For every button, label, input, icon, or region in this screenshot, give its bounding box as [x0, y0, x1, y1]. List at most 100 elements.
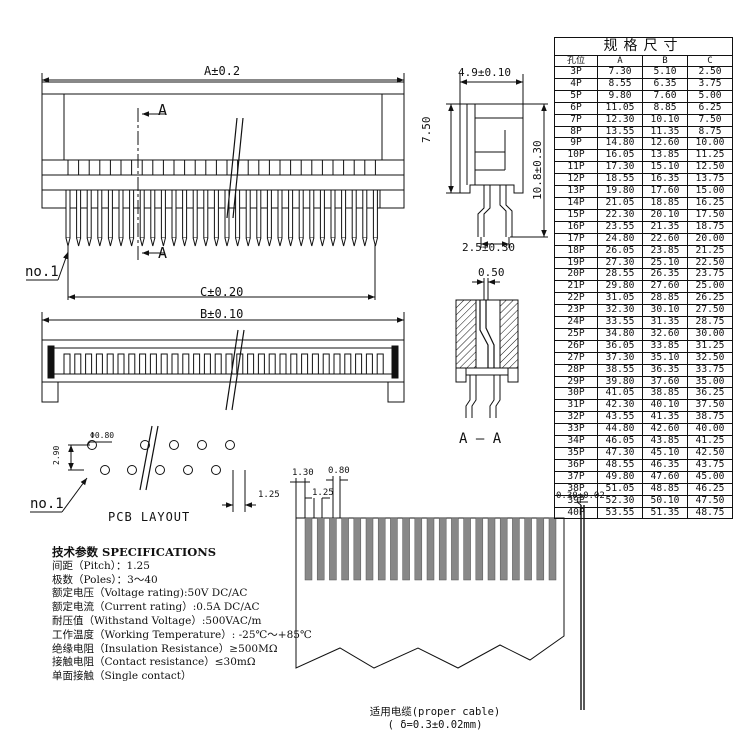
size-table-header-cell: A	[597, 55, 643, 67]
contact-tooth	[333, 353, 341, 375]
pin-lead	[372, 189, 378, 239]
pcb-hole	[140, 440, 150, 450]
cable-conductor	[402, 517, 410, 581]
bottom-teeth	[63, 353, 384, 375]
contact-tooth	[63, 353, 71, 375]
pin-tip	[245, 237, 251, 247]
table-cell-value: 51.35	[642, 506, 688, 520]
table-cell-value: 6.35	[642, 77, 688, 91]
size-table-header-cell: 孔位	[554, 55, 598, 67]
table-cell-value: 46.35	[642, 458, 688, 472]
contact-tooth	[106, 353, 114, 375]
size-table-header-cell: C	[687, 55, 733, 67]
table-cell-value: 14.80	[597, 137, 643, 151]
table-cell-value: 8.75	[687, 125, 733, 139]
pin-tip	[139, 237, 145, 247]
table-cell-position: 21P	[554, 280, 598, 294]
pin-tip	[107, 237, 113, 247]
pin-tip	[319, 237, 325, 247]
table-cell-value: 51.05	[597, 482, 643, 496]
table-cell-value: 53.55	[597, 506, 643, 520]
pin-lead	[298, 189, 304, 239]
dim-a-label: A±0.2	[204, 64, 241, 78]
table-cell-value: 46.25	[687, 482, 733, 496]
table-cell-value: 46.05	[597, 435, 643, 448]
table-cell-value: 23.75	[687, 268, 733, 282]
pin-lead	[319, 189, 325, 239]
table-cell-position: 15P	[554, 208, 598, 222]
size-table-header-cell: B	[642, 55, 688, 67]
spec-line: 耐压值（Withstand Voltage）:500VAC/m	[52, 614, 262, 627]
table-cell-value: 36.35	[642, 363, 688, 377]
table-cell-value: 17.50	[687, 208, 733, 222]
section-thickness-label: 0.50	[478, 266, 505, 279]
pin-tip	[298, 237, 304, 247]
spec-line: 额定电流（Current rating）:0.5A DC/AC	[52, 601, 260, 614]
table-cell-value: 43.85	[642, 435, 688, 448]
table-cell-value: 19.80	[597, 185, 643, 198]
table-cell-value: 42.60	[642, 423, 688, 437]
table-cell-value: 5.10	[642, 66, 688, 79]
cable-dim-pitch-label: 1.25	[312, 488, 334, 498]
table-cell-position: 28P	[554, 363, 598, 377]
table-cell-value: 25.00	[687, 280, 733, 294]
table-cell-value: 26.35	[642, 268, 688, 282]
table-cell-value: 27.30	[597, 256, 643, 270]
contact-tooth	[225, 353, 233, 375]
side-view	[446, 74, 548, 248]
table-cell-value: 13.85	[642, 149, 688, 163]
contact-tooth	[95, 353, 103, 375]
cable-caption: 适用电缆(proper cable) ( δ=0.3±0.02mm)	[360, 706, 510, 732]
table-cell-position: 17P	[554, 232, 598, 246]
pin-lead	[213, 189, 219, 239]
contact-tooth	[74, 353, 82, 375]
table-cell-value: 27.60	[642, 280, 688, 294]
table-cell-value: 33.55	[597, 316, 643, 329]
table-cell-value: 47.60	[642, 470, 688, 484]
contact-tooth	[344, 353, 352, 375]
pcb-hole	[225, 440, 235, 450]
section-caption: A — A	[459, 431, 502, 447]
pin-tip	[362, 237, 368, 247]
pin-lead	[203, 189, 209, 239]
table-cell-value: 37.60	[642, 375, 688, 389]
pin-lead	[76, 189, 82, 239]
table-cell-position: 18P	[554, 244, 598, 258]
table-cell-value: 15.00	[687, 185, 733, 198]
side-overall-height-label: 10.8±0.30	[531, 140, 544, 200]
table-cell-value: 23.85	[642, 244, 688, 258]
pcb-hole	[197, 440, 207, 450]
table-cell-value: 12.50	[687, 161, 733, 175]
pin-lead	[288, 189, 294, 239]
pin-tip	[150, 237, 156, 247]
table-cell-value: 7.50	[687, 113, 733, 127]
pin-tip	[235, 237, 241, 247]
table-cell-position: 11P	[554, 161, 598, 175]
pcb-hole	[100, 465, 110, 475]
table-cell-value: 47.30	[597, 447, 643, 460]
table-cell-position: 16P	[554, 220, 598, 234]
contact-tooth	[149, 353, 157, 375]
table-cell-value: 45.00	[687, 470, 733, 484]
pin-tip	[213, 237, 219, 247]
table-cell-value: 7.60	[642, 89, 688, 103]
contact-tooth	[376, 353, 384, 375]
table-cell-position: 23P	[554, 304, 598, 318]
table-cell-value: 28.55	[597, 268, 643, 282]
table-cell-position: 10P	[554, 149, 598, 163]
cable-conductor	[426, 517, 435, 581]
pin-tip	[171, 237, 177, 247]
table-cell-value: 50.10	[642, 494, 688, 508]
table-cell-value: 22.30	[597, 208, 643, 222]
spec-line: 工作温度（Working Temperature）: -25℃～+85℃	[52, 628, 312, 641]
cable-dim-width-label: 0.80	[328, 466, 350, 476]
cable-caption-line1: 适用电缆(proper cable)	[369, 706, 501, 718]
